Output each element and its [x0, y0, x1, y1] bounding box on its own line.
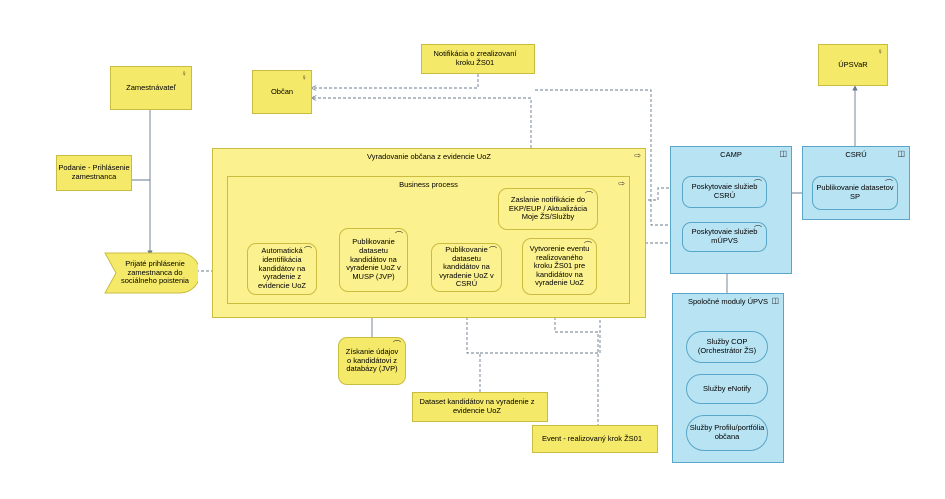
service-icon: ⌒ — [754, 225, 762, 234]
service-icon: ⌒ — [304, 246, 312, 255]
service-icon: ⌒ — [885, 179, 893, 188]
actor-upsvar: ♀ ÚPSVaR — [818, 44, 888, 86]
actor-icon: ♀ — [181, 69, 187, 78]
actor-icon: ♀ — [301, 73, 307, 82]
process-icon: ⇨ — [634, 151, 641, 160]
flow-notification-camp — [535, 89, 682, 225]
trigger-label: Prijaté prihlásenie zamestnanca do sociá… — [121, 259, 189, 286]
csru-service: ⌒ Publikovanie datasetov SP — [812, 176, 898, 210]
service-icon: ⌒ — [585, 191, 593, 200]
flow-dataset — [466, 292, 481, 392]
component-icon: ◫ — [779, 149, 787, 158]
step-create-event: ⌒ Vytvorenie eventu realizovaného kroku … — [522, 238, 597, 295]
event-dataset: Dataset kandidátov na vyradenie z eviden… — [412, 392, 548, 422]
component-camp: CAMP ◫ — [670, 146, 792, 274]
camp-service-upvs: ⌒ Poskytovaie služieb mÚPVS — [682, 222, 767, 252]
actor-employer: ♀ Zamestnávateľ — [110, 66, 192, 110]
event-notification: Notifikácia o zrealizovaní kroku ŽS01 — [421, 44, 535, 74]
camp-service-csru: ⌒ Poskytovaie služieb CSRÚ — [682, 176, 767, 208]
component-icon: ◫ — [771, 296, 779, 305]
process-icon: ⇨ — [618, 179, 625, 188]
actor-icon: ♀ — [877, 47, 883, 56]
service-icon: ⌒ — [754, 179, 762, 188]
step-publish-musp: ⌒ Publikovanie datasetu kandidátov na vy… — [339, 228, 408, 292]
event-step: Event - realizovaný krok ŽS01 — [532, 425, 658, 453]
service-icon: ⌒ — [393, 340, 401, 349]
trigger-shape — [104, 252, 198, 294]
service-icon: ⌒ — [395, 231, 403, 240]
service-icon: ⌒ — [489, 246, 497, 255]
flow-notification-citizen — [312, 74, 479, 88]
component-icon: ◫ — [897, 149, 905, 158]
upvs-service-cop: Služby COP (Orchestrátor ŽS) — [686, 331, 768, 363]
data-retrieval: ⌒ Získanie údajov o kandidátovi z databá… — [338, 337, 406, 385]
service-icon: ⌒ — [584, 241, 592, 250]
upvs-service-enotify: Služby eNotify — [686, 374, 768, 404]
document-submission: Podanie - Prihlásenie zamestnanca — [56, 155, 132, 191]
flow-process-csru — [643, 188, 682, 201]
step-send-notification: ⌒ Zaslanie notifikácie do EKP/EUP / Aktu… — [498, 188, 598, 230]
step-identification: ⌒ Automatická identifikácia kandidátov n… — [247, 243, 317, 295]
actor-citizen: ♀ Občan — [252, 70, 312, 114]
step-publish-csru: ⌒ Publikovanie datasetu kandidátov na vy… — [431, 243, 502, 292]
upvs-service-profile: Služby Profilu/portfólia občana — [686, 415, 768, 451]
